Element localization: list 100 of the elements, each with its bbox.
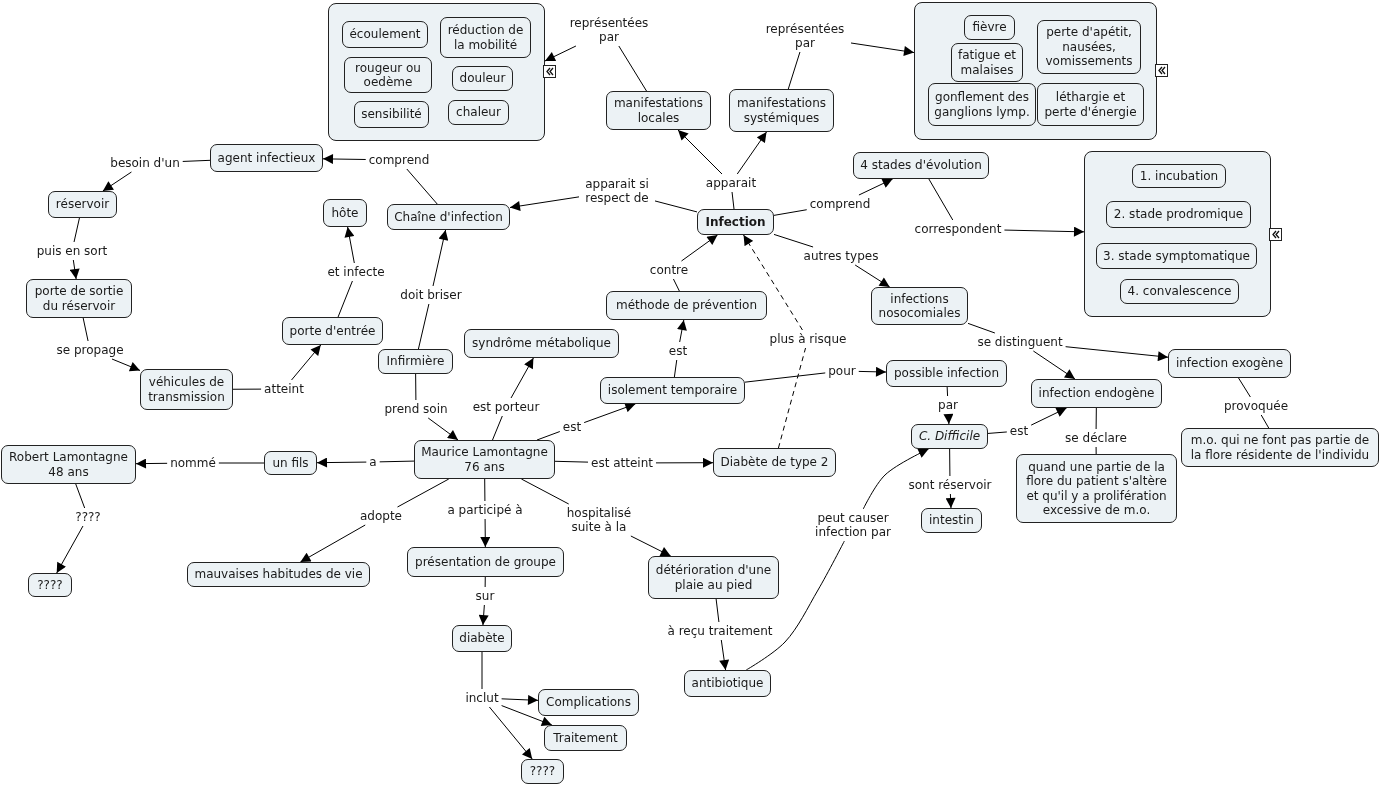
- concept-box: [684, 670, 771, 697]
- connector-line: [773, 209, 808, 216]
- arrow: [322, 154, 367, 164]
- connector-line: [1095, 446, 1097, 455]
- arrow: [56, 525, 84, 574]
- connector-line: [182, 159, 211, 162]
- concept-box: [911, 424, 988, 449]
- connector-line: [218, 462, 265, 464]
- arrow: [677, 129, 723, 175]
- arrow: [583, 402, 636, 424]
- linking-phrase: plus à risque: [768, 332, 848, 346]
- concept-label: Maurice Lamontagne 76 ans: [420, 445, 549, 474]
- concept-label: manifestations systémiques: [735, 96, 828, 125]
- arrow: [478, 604, 489, 626]
- concept-box: [344, 57, 432, 93]
- concept-box: [1120, 279, 1239, 304]
- linking-phrase: est atteint: [590, 456, 654, 470]
- linking-phrase: est porteur: [471, 400, 541, 414]
- arrow: [858, 366, 887, 377]
- linking-phrase: nommé: [169, 456, 217, 470]
- concept-label: quand une partie de la flore du patient s'altère et qu'il y a prolifération excessive de m.o.: [1025, 459, 1168, 518]
- linking-phrase: adopte: [359, 509, 403, 523]
- connector-line: [744, 372, 826, 383]
- concept-label: agent infectieux: [217, 150, 316, 166]
- concept-box: [48, 191, 117, 218]
- connector-line: [406, 168, 438, 205]
- concept-box: [26, 279, 132, 318]
- concept-box: [1, 445, 136, 484]
- arrow: [544, 45, 577, 62]
- arrow: [291, 344, 322, 381]
- arrow: [858, 178, 894, 196]
- concept-box: [853, 152, 989, 179]
- concept-label: détérioration d'une plaie au pied: [654, 563, 773, 592]
- concept-box: [440, 17, 531, 58]
- concept-label: rougeur ou oedème: [354, 60, 422, 90]
- arrow: [1003, 226, 1085, 237]
- concept-box: [1096, 243, 1257, 269]
- concept-label: antibiotique: [691, 676, 764, 691]
- concept-box: [921, 508, 982, 533]
- connector-line: [949, 448, 951, 477]
- concept-box: [886, 360, 1007, 387]
- arrow: [501, 705, 553, 727]
- concept-box: [387, 204, 510, 230]
- concept-label: douleur: [459, 71, 506, 86]
- connector-line: [536, 431, 561, 441]
- linking-phrase: comprend: [367, 153, 431, 167]
- arrow: [945, 493, 956, 509]
- concept-label: 2. stade prodromique: [1113, 207, 1244, 222]
- linking-phrase: provoquée: [1222, 399, 1290, 413]
- concept-box: [1016, 454, 1177, 523]
- arrow: [854, 264, 891, 288]
- concept-box: [1132, 164, 1226, 188]
- connector-line: [484, 478, 486, 502]
- concept-box: [282, 317, 383, 345]
- concept-label: Complications: [546, 695, 631, 710]
- concept-box: [1037, 83, 1144, 126]
- concept-box: [414, 440, 555, 479]
- arrow: [736, 131, 767, 175]
- connector-line: [928, 178, 954, 221]
- concept-box: [964, 15, 1015, 40]
- connector-line: [731, 191, 735, 210]
- arrow: [111, 358, 141, 372]
- concept-label: porte de sortie du réservoir: [33, 284, 125, 313]
- arrow: [299, 524, 366, 563]
- concept-label: fatigue et malaises: [956, 48, 1018, 77]
- connector-line: [1238, 377, 1251, 398]
- linking-phrase: sont réservoir: [907, 478, 993, 492]
- arrow: [630, 535, 672, 557]
- connector-line: [787, 51, 801, 90]
- connector-line: [654, 200, 698, 213]
- arrow: [69, 259, 80, 280]
- concept-label: écoulement: [349, 27, 421, 42]
- linking-phrase: est: [667, 344, 689, 358]
- linking-phrase: se distinguent: [976, 335, 1064, 349]
- arrow: [719, 639, 730, 671]
- connector-line: [379, 460, 415, 463]
- linking-phrase: ????: [74, 510, 102, 524]
- linking-phrase: besoin d'un: [109, 156, 181, 170]
- concept-box: [729, 89, 834, 132]
- arrow: [135, 458, 168, 469]
- concept-box: [600, 377, 745, 404]
- concept-box: [871, 287, 968, 325]
- connector-line: [73, 217, 80, 243]
- linking-phrase: doit briser: [399, 288, 463, 302]
- concept-label: fièvre: [972, 20, 1007, 35]
- concept-label: Infection: [705, 214, 766, 230]
- connector-line: [417, 303, 430, 350]
- concept-label: porte d'entrée: [289, 323, 376, 339]
- concept-box: [606, 291, 767, 320]
- concept-box: [1031, 379, 1162, 408]
- concept-label: infections nosocomiales: [877, 291, 962, 321]
- dashed-connector-line: [777, 347, 807, 449]
- connector-line: [82, 317, 89, 342]
- arrow: [344, 226, 355, 264]
- arrow: [850, 42, 915, 56]
- concept-label: Infirmière: [386, 354, 445, 369]
- concept-label: m.o. qui ne font pas partie de la flore résidente de l'individu: [1189, 433, 1371, 462]
- concept-label: réduction de la mobilité: [446, 23, 525, 52]
- arrow: [316, 457, 367, 468]
- concept-label: présentation de groupe: [415, 554, 556, 570]
